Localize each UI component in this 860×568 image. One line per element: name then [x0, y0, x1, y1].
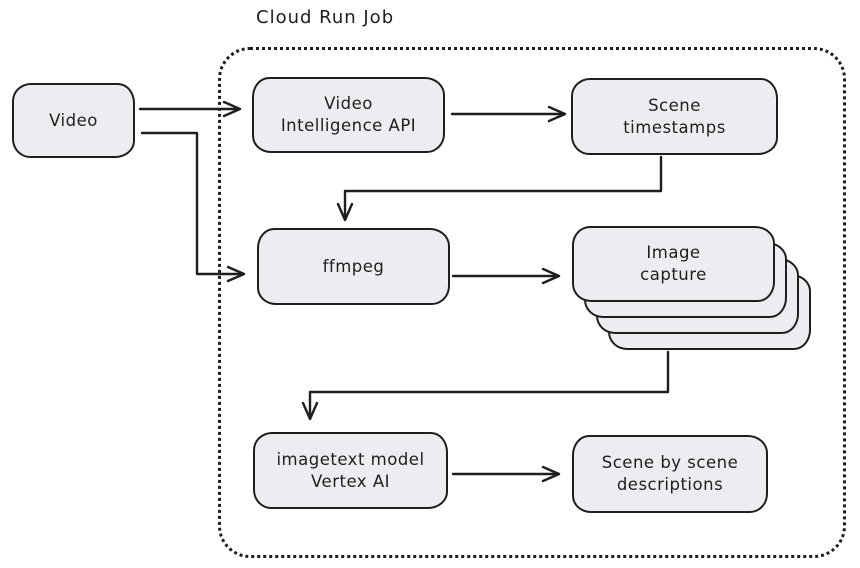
node-image-capture-label: Image capture [640, 243, 707, 284]
node-imagetext-model-vertex-ai-label: imagetext model Vertex AI [276, 449, 425, 491]
cloud-run-job-title: Cloud Run Job [256, 7, 395, 28]
image-capture-stack-card-front: Image capture [572, 226, 775, 302]
node-imagetext-model-vertex-ai[interactable]: imagetext model Vertex AI [253, 432, 448, 509]
node-video-intelligence-api-label: Video Intelligence API [280, 94, 417, 135]
node-video[interactable]: Video [12, 83, 135, 158]
node-video-label: Video [49, 110, 98, 130]
node-ffmpeg[interactable]: ffmpeg [257, 228, 450, 305]
node-scene-by-scene-descriptions[interactable]: Scene by scene descriptions [572, 435, 768, 513]
cloud-run-job-container [218, 47, 846, 558]
node-scene-timestamps-label: Scene timestamps [623, 95, 726, 137]
node-scene-by-scene-descriptions-label: Scene by scene descriptions [601, 453, 739, 494]
node-ffmpeg-label: ffmpeg [322, 256, 385, 276]
node-video-intelligence-api[interactable]: Video Intelligence API [252, 77, 445, 153]
node-scene-timestamps[interactable]: Scene timestamps [571, 78, 778, 155]
